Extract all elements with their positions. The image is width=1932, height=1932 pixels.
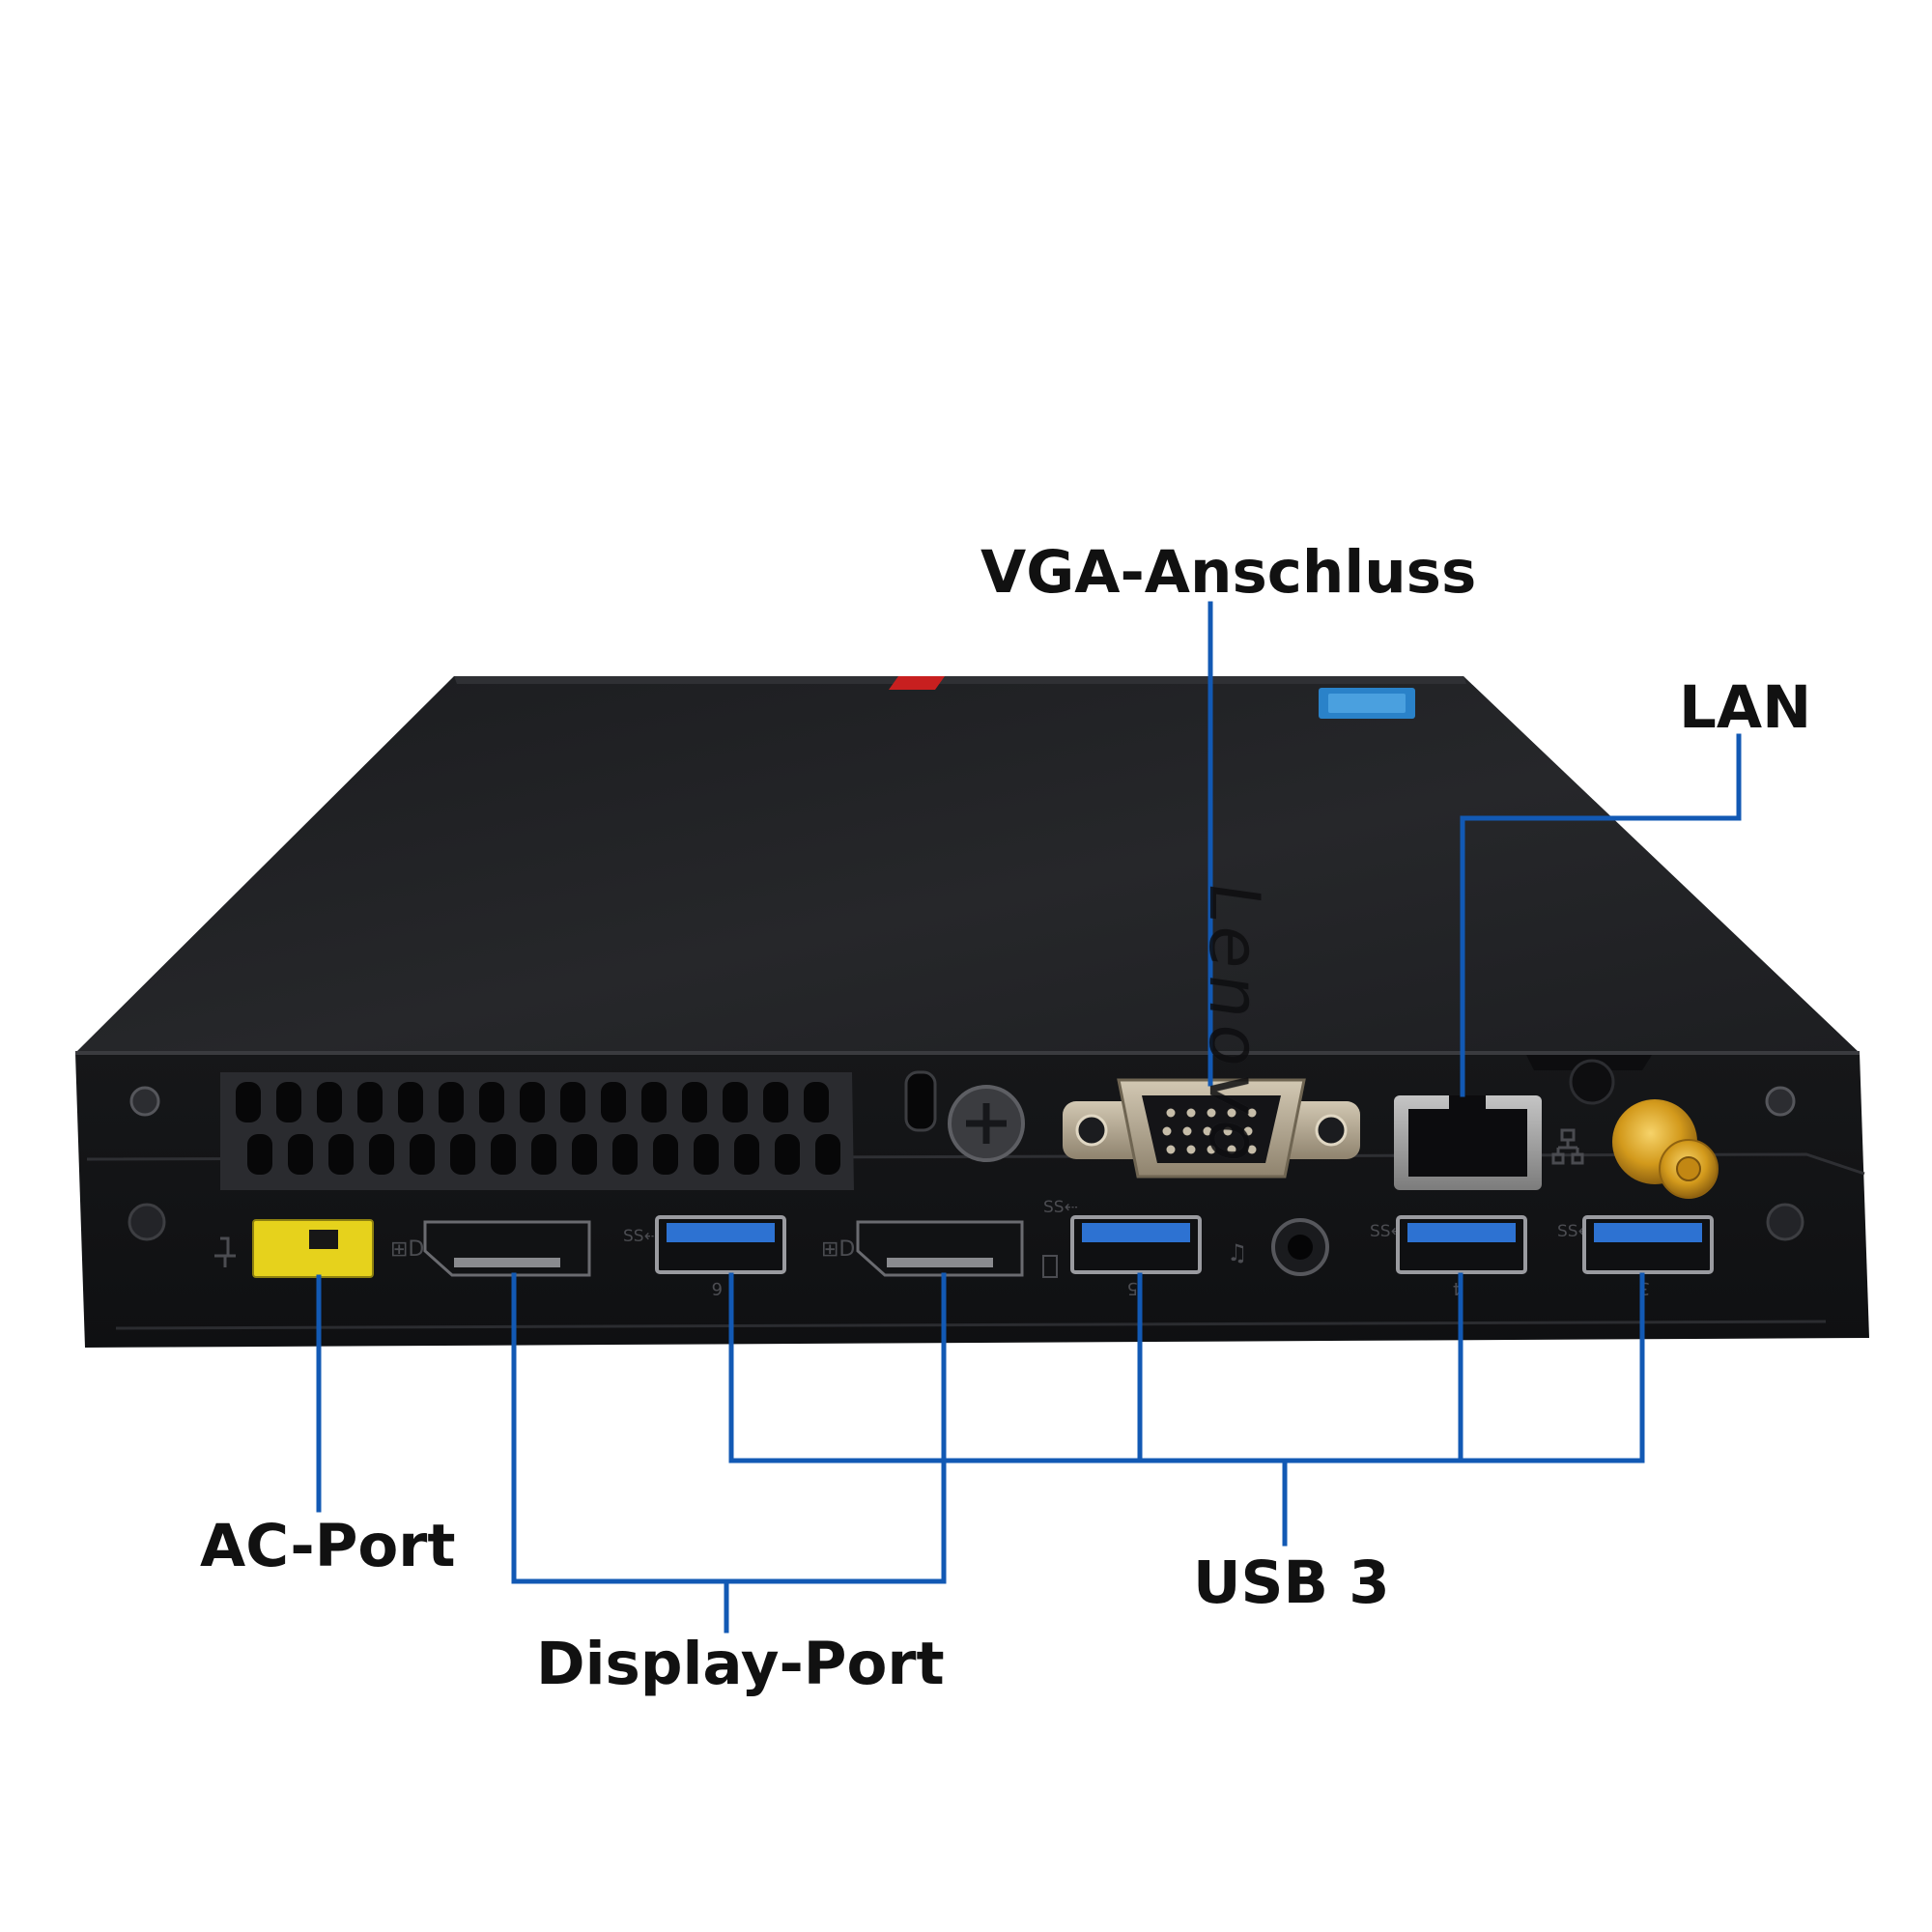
leader-dp	[511, 1272, 947, 1634]
vga-pin	[1207, 1145, 1216, 1154]
usb-port-3	[1396, 1215, 1527, 1274]
vga-pin	[1166, 1108, 1176, 1118]
vent-hole	[775, 1134, 800, 1175]
vga-pin	[1162, 1126, 1172, 1136]
vent-hole	[398, 1082, 423, 1122]
screw-left-top	[129, 1086, 160, 1117]
vent-hole	[317, 1082, 342, 1122]
ac-port-label: AC-Port	[200, 1512, 456, 1580]
usb-number-1: 6	[712, 1278, 723, 1298]
vga-pin	[1186, 1108, 1196, 1118]
displayport-1	[423, 1220, 591, 1277]
displayport-icon-2: ⊞D	[821, 1237, 855, 1262]
vent-hole	[369, 1134, 394, 1175]
usb3-label: USB 3	[1193, 1548, 1390, 1617]
chassis-top	[75, 676, 1860, 1053]
vga-pin	[1227, 1108, 1236, 1118]
vent-hole	[682, 1082, 707, 1122]
audio-jack	[1271, 1218, 1329, 1276]
vent-hole	[357, 1082, 383, 1122]
vga-pin	[1207, 1108, 1216, 1118]
ac-port	[252, 1219, 374, 1278]
vent-hole	[804, 1082, 829, 1122]
vga-pin	[1247, 1108, 1257, 1118]
vent-hole	[560, 1082, 585, 1122]
red-accent	[889, 676, 945, 690]
vent-hole	[439, 1082, 464, 1122]
vent-hole	[276, 1082, 301, 1122]
displayport-2	[856, 1220, 1024, 1277]
leader-lan	[1460, 733, 1742, 1097]
front-bottom-edge	[115, 1320, 1827, 1330]
screw-right-top	[1765, 1086, 1796, 1117]
vent-hole	[734, 1134, 759, 1175]
vga-pin	[1166, 1145, 1176, 1154]
vent-holes	[236, 1082, 840, 1175]
vent-hole	[288, 1134, 313, 1175]
usb-ss-icon-1: SS⇠	[623, 1227, 658, 1246]
usb-number-2: 5	[1127, 1278, 1138, 1298]
mini-pc: ⊞D SS⇠ ⊞D SS⇠ ♫ SS⇠ SS⇠	[75, 676, 1869, 1348]
vent-hole	[236, 1082, 261, 1122]
vent-hole	[653, 1134, 678, 1175]
lock-slot	[904, 1070, 937, 1132]
vent-hole	[612, 1134, 638, 1175]
vent-hole	[601, 1082, 626, 1122]
chassis-top-edge	[454, 676, 1466, 684]
displayport-icon-1: ⊞D	[390, 1237, 424, 1262]
leader-lines	[316, 601, 1742, 1634]
headphone-icon: ♫	[1227, 1239, 1248, 1266]
vent-hole	[694, 1134, 719, 1175]
vent-hole	[247, 1134, 272, 1175]
display-port-label: Display-Port	[536, 1630, 945, 1698]
vent-hole	[328, 1134, 354, 1175]
vga-label: VGA-Anschluss	[980, 538, 1477, 607]
vga-pin	[1227, 1145, 1236, 1154]
vent-hole	[763, 1082, 788, 1122]
vent-hole	[815, 1134, 840, 1175]
usb-charge-icon	[1042, 1255, 1058, 1278]
power-icon	[214, 1236, 236, 1267]
usb-port-4	[1582, 1215, 1714, 1274]
antenna-connector	[1526, 1055, 1719, 1199]
vga-pin	[1186, 1145, 1196, 1154]
vent-hole	[723, 1082, 748, 1122]
vent-hole	[641, 1082, 667, 1122]
vga-pins	[1162, 1108, 1257, 1154]
vent-hole	[450, 1134, 475, 1175]
vga-pin	[1247, 1145, 1257, 1154]
thumb-screw-cross	[966, 1103, 1007, 1144]
vga-pin	[1203, 1126, 1212, 1136]
usb-port-2	[1070, 1215, 1202, 1274]
leader-usb	[728, 1272, 1645, 1547]
usb-ss-icon-2: SS⇠	[1043, 1198, 1078, 1217]
vent-hole	[491, 1134, 516, 1175]
screw-left-bottom	[128, 1203, 166, 1241]
screw-right-bottom	[1766, 1203, 1804, 1241]
network-icon	[1551, 1128, 1584, 1165]
vga-pin	[1182, 1126, 1192, 1136]
vga-pin	[1223, 1126, 1233, 1136]
lan-port	[1394, 1095, 1542, 1190]
usb-number-3: 4	[1453, 1278, 1463, 1298]
port-icons: ⊞D SS⇠ ⊞D SS⇠ ♫ SS⇠ SS⇠	[214, 1198, 1592, 1267]
vent-hole	[479, 1082, 504, 1122]
vent-hole	[572, 1134, 597, 1175]
intel-sticker-inner	[1328, 694, 1406, 713]
lan-label: LAN	[1679, 673, 1812, 742]
vent-hole	[520, 1082, 545, 1122]
lenovo-logo: Lenovo	[1194, 877, 1275, 1175]
usb-port-1	[655, 1215, 786, 1274]
vga-pin	[1243, 1126, 1253, 1136]
usb-ss-icon-3: SS⇠	[1370, 1222, 1405, 1241]
vent-hole	[410, 1134, 435, 1175]
vent-hole	[531, 1134, 556, 1175]
